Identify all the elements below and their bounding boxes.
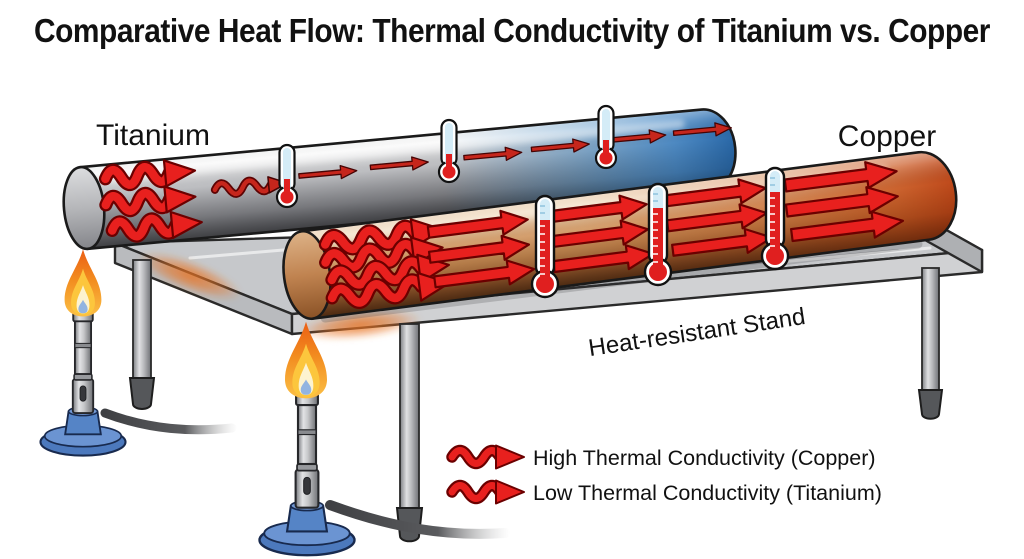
flame-icon <box>64 249 102 317</box>
copper-rod <box>282 148 962 321</box>
stand-leg-right <box>917 267 944 420</box>
stand-label: Heat-resistant Stand <box>587 303 807 362</box>
bunsen-burner-left <box>39 249 127 457</box>
legend-item-low-conductivity: Low Thermal Conductivity (Titanium) <box>452 481 882 506</box>
thermometer-titanium-1 <box>275 143 299 209</box>
stand-leg-front-left <box>395 323 424 543</box>
wavy-arrow-icon <box>452 446 524 469</box>
legend-label-low: Low Thermal Conductivity (Titanium) <box>533 481 882 505</box>
wavy-arrow-icon <box>452 481 524 504</box>
stand-leg-back-left <box>128 259 156 410</box>
copper-label: Copper <box>838 120 936 153</box>
page-title: Comparative Heat Flow: Thermal Conductiv… <box>34 12 991 49</box>
thermometer-copper-1 <box>530 194 560 299</box>
thermometer-copper-3 <box>760 166 790 271</box>
legend-item-high-conductivity: High Thermal Conductivity (Copper) <box>452 446 876 471</box>
legend: High Thermal Conductivity (Copper) Low T… <box>452 446 882 506</box>
heat-glow-left-edge <box>138 251 242 301</box>
titanium-rod <box>62 106 739 251</box>
thermometer-titanium-3 <box>594 104 618 170</box>
titanium-label: Titanium <box>96 119 210 152</box>
gas-hose-right <box>325 500 510 539</box>
legend-label-high: High Thermal Conductivity (Copper) <box>533 446 876 470</box>
thermometer-titanium-2 <box>437 118 461 184</box>
gas-hose-left <box>100 408 237 435</box>
thermometer-copper-2 <box>643 182 673 287</box>
bunsen-burner-right <box>258 321 356 557</box>
